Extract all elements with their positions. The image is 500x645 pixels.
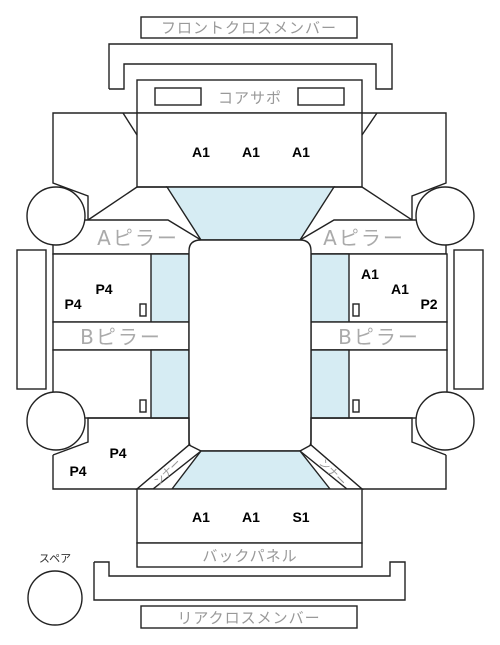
left-rear-code-1: P4 [109, 445, 126, 461]
right-front-code-2: A1 [391, 281, 409, 297]
spare-label: スペア [39, 552, 71, 565]
front-code-1: A1 [192, 144, 210, 160]
right-rear-wheel[interactable] [415, 391, 475, 451]
rear-cross-member-box[interactable] [140, 605, 358, 629]
front-code-3: A1 [292, 144, 310, 160]
right-rear-handle[interactable] [352, 399, 360, 413]
rear-code-1: A1 [192, 509, 210, 525]
front-cross-member-box[interactable] [140, 16, 358, 39]
left-front-handle[interactable] [139, 303, 147, 317]
right-rear-window[interactable] [310, 349, 350, 419]
right-b-pillar[interactable] [310, 321, 448, 351]
front-cross-member-label: フロントクロスメンバー [161, 19, 337, 37]
core-support-left-lamp[interactable] [154, 87, 202, 106]
roof[interactable] [188, 239, 312, 452]
right-fender-edge [361, 112, 378, 136]
left-front-code-2: P4 [64, 296, 81, 312]
rear-cross-member-label: リアクロスメンバー [177, 609, 320, 627]
rear-bumper-bracket[interactable] [93, 561, 406, 601]
right-rear-quarter[interactable] [310, 417, 447, 490]
left-a-pillar-label: Aピラー [97, 226, 179, 250]
left-fender-edge [122, 112, 138, 136]
right-front-handle[interactable] [352, 303, 360, 317]
right-front-wheel[interactable] [415, 186, 475, 246]
spare-tire[interactable] [27, 570, 83, 626]
left-front-wheel[interactable] [26, 186, 86, 246]
left-rear-window[interactable] [150, 349, 190, 419]
core-support-label: コアサポ [218, 89, 282, 107]
right-a-pillar-label: Aピラー [323, 226, 405, 250]
rear-code-3: S1 [292, 509, 309, 525]
right-side-sill[interactable] [453, 249, 484, 390]
right-front-code-3: P2 [420, 296, 437, 312]
right-front-code-1: A1 [361, 266, 379, 282]
rear-code-2: A1 [242, 509, 260, 525]
core-support-right-lamp[interactable] [297, 87, 345, 106]
left-front-window[interactable] [150, 253, 190, 323]
front-bumper-bracket[interactable] [108, 43, 393, 90]
back-panel-box[interactable] [136, 542, 363, 568]
left-rear-quarter[interactable] [52, 417, 190, 490]
right-front-window[interactable] [310, 253, 350, 323]
front-code-2: A1 [242, 144, 260, 160]
back-panel-label: バックパネル [202, 547, 297, 565]
trunk-panel[interactable] [136, 488, 363, 544]
left-side-sill[interactable] [16, 249, 47, 390]
left-b-pillar-label: Bピラー [80, 325, 162, 349]
windshield[interactable] [165, 186, 336, 241]
right-b-pillar-label: Bピラー [338, 325, 420, 349]
left-rear-wheel[interactable] [26, 391, 86, 451]
left-front-code-1: P4 [95, 281, 112, 297]
left-rear-code-2: P4 [69, 463, 86, 479]
left-rear-handle[interactable] [139, 399, 147, 413]
